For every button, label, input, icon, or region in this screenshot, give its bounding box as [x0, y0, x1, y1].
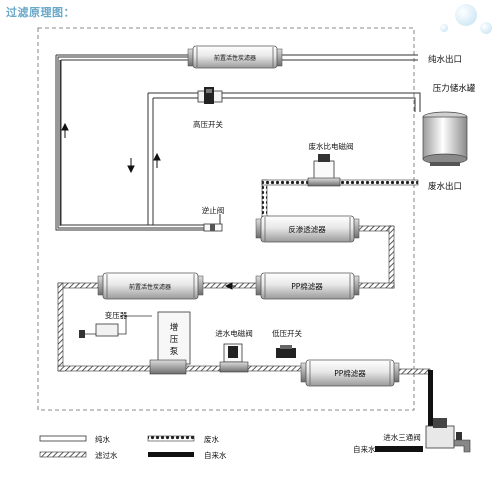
flush-valve-label: 废水比电磁阀 [309, 141, 354, 151]
check-valve-label: 逆止阀 [202, 205, 225, 215]
low-pressure-switch-label: 低压开关 [272, 328, 302, 338]
inlet-three-way-valve: 进水三通阀 自来水→ [353, 418, 471, 454]
booster-pump-label-2: 压 [170, 335, 179, 345]
diagram-title: 过滤原理图： [6, 6, 75, 19]
flow-arrows [61, 122, 236, 290]
pressure-tank-label: 压力储水罐 [433, 83, 476, 94]
booster-pump-label-1: 增 [170, 322, 179, 333]
legend: 纯水 废水 滤过水 自来水 [39, 434, 227, 460]
filter-ro: 反渗透滤器 [255, 215, 360, 243]
filter-pp-mid: PP棉滤器 [255, 272, 360, 300]
filtered-water-pipes [57, 225, 431, 375]
transformer: 变压器 [79, 310, 152, 338]
legend-label-pure: 纯水 [95, 434, 110, 444]
waste-outlet-label: 废水出口 [428, 181, 462, 192]
legend-item-tap: 自来水 [148, 450, 227, 460]
low-pressure-switch: 低压开关 [272, 328, 302, 358]
decor-bubble-1 [455, 4, 477, 26]
filter-pp-bottom: PP棉滤器 [300, 359, 400, 387]
legend-item-waste: 废水 [147, 434, 219, 444]
legend-item-pure: 纯水 [39, 434, 110, 444]
flush-solenoid-valve: 废水比电磁阀 [307, 141, 354, 187]
filter-pp-bottom-label: PP棉滤器 [334, 368, 366, 378]
legend-item-filtered: 滤过水 [39, 450, 118, 460]
filter-carbon-top: 前置活性炭滤器 [187, 45, 283, 69]
filter-ro-label: 反渗透滤器 [288, 224, 326, 234]
pressure-tank: 压力储水罐 [422, 83, 476, 166]
legend-label-waste: 废水 [204, 434, 219, 444]
booster-pump: 增 压 泵 [149, 311, 191, 375]
high-pressure-switch: 高压开关 [193, 87, 223, 129]
decor-bubble-2 [480, 22, 492, 34]
inlet-solenoid-label: 进水电磁阀 [215, 328, 253, 338]
transformer-label: 变压器 [105, 310, 128, 320]
three-way-valve-label: 进水三通阀 [383, 432, 421, 442]
decor-bubble-3 [440, 24, 448, 32]
check-valve: 逆止阀 [202, 205, 225, 232]
filter-carbon-mid-label: 前置活性炭滤器 [129, 283, 171, 291]
filter-carbon-top-label: 前置活性炭滤器 [214, 54, 256, 62]
filter-pp-mid-label: PP棉滤器 [291, 281, 323, 291]
unit-boundary [37, 27, 415, 411]
booster-pump-label-3: 泵 [170, 347, 179, 357]
pure-outlet-label: 纯水出口 [428, 54, 462, 65]
filter-carbon-mid: 前置活性炭滤器 [97, 272, 204, 300]
pure-water-pipes [55, 54, 421, 231]
legend-label-filtered: 滤过水 [95, 450, 118, 460]
legend-label-tap: 自来水 [204, 450, 227, 460]
inlet-solenoid-valve: 进水电磁阀 [215, 328, 253, 373]
high-pressure-switch-label: 高压开关 [193, 119, 223, 129]
tap-water-label: 自来水→ [353, 444, 382, 454]
tap-water-pipe [375, 370, 433, 452]
